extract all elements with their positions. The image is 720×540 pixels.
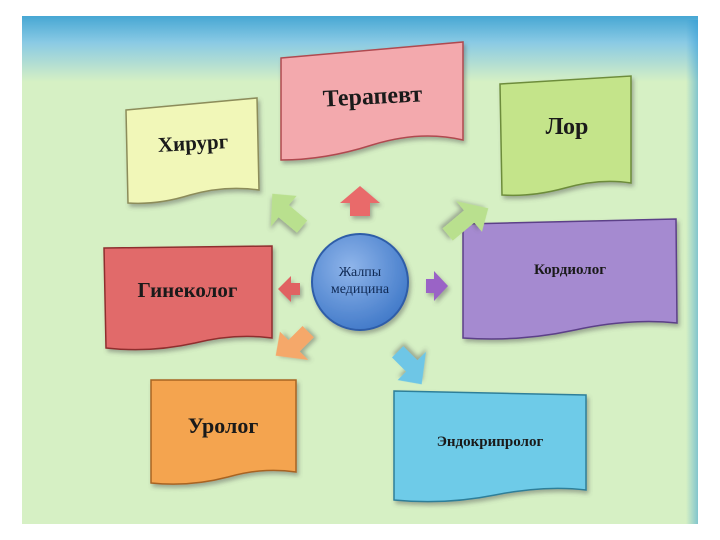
node-shape-endocrinologist bbox=[393, 390, 587, 503]
node-shape-cardiologist bbox=[462, 218, 678, 340]
node-label-surgeon: Хирург bbox=[157, 128, 229, 157]
node-label-urologist: Уролог bbox=[187, 413, 259, 438]
arrow-up-left-icon bbox=[270, 193, 308, 233]
node-shape-urologist bbox=[150, 379, 297, 485]
node-shape-gynecologist bbox=[103, 245, 273, 351]
node-label-cardiologist: Кордиолог bbox=[533, 261, 607, 278]
center-label: Жалпы медицина bbox=[330, 265, 390, 297]
arrow-down-right-icon bbox=[391, 346, 426, 385]
node-label-therapist: Терапевт bbox=[322, 80, 423, 113]
node-shape-surgeon bbox=[125, 97, 260, 205]
node-label-lor: Лор bbox=[545, 113, 589, 140]
node-label-endocrinologist: Эндокрипролог bbox=[436, 433, 544, 450]
arrow-up-right-icon bbox=[442, 201, 489, 241]
arrow-up-icon bbox=[340, 186, 380, 216]
node-shape-lor bbox=[499, 75, 632, 197]
node-label-gynecologist: Гинеколог bbox=[137, 277, 238, 302]
right-decorative-strip bbox=[686, 20, 698, 524]
center-circle bbox=[311, 233, 409, 331]
arrow-down-left-icon bbox=[275, 325, 314, 360]
arrow-right-icon bbox=[426, 271, 448, 301]
arrow-left-icon bbox=[278, 276, 300, 302]
node-shape-therapist bbox=[280, 41, 464, 161]
